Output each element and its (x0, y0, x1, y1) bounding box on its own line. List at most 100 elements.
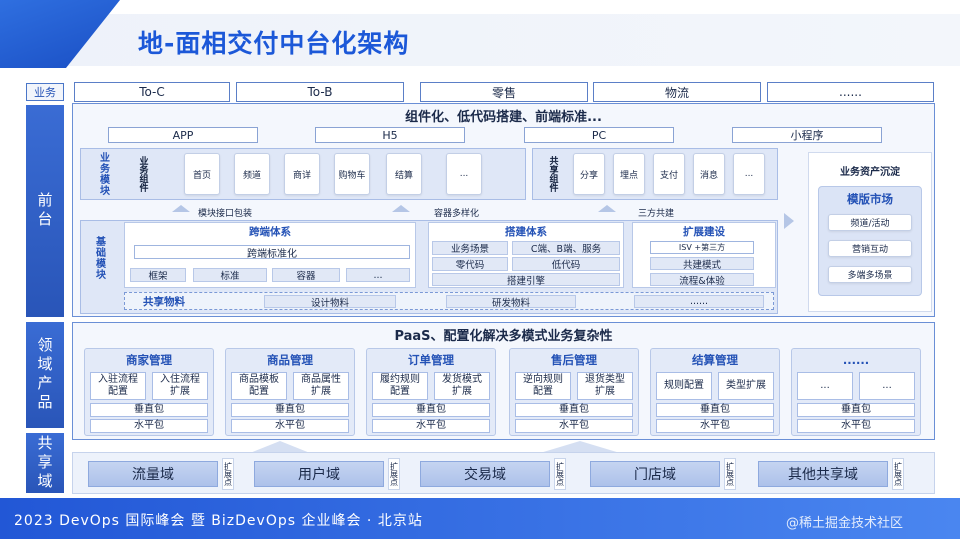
arrow-caption: 容器多样化 (434, 209, 480, 219)
domain-card-title: 商家管理 (126, 353, 172, 367)
shared-domain-item: 用户域 (254, 461, 384, 487)
up-arrow-icon (540, 441, 620, 453)
domain-card-config: 逆向规则配置 (515, 372, 571, 400)
business-module-label: 业务模块 (97, 152, 109, 196)
arrow-caption: 模块接口包装 (198, 209, 253, 219)
market-item: 多端多场景 (828, 266, 912, 283)
biz-component-card: 商详 (284, 153, 320, 195)
channel-item: APP (108, 127, 258, 143)
template-market-title: 模版市场 (847, 192, 893, 206)
domain-card-vertical: 垂直包 (372, 403, 490, 417)
domain-card-config: 履约规则配置 (372, 372, 428, 400)
expand-point-label: 扩展点 (222, 458, 234, 490)
extend-item: ISV +第三方 (650, 241, 754, 254)
band-shared: 共享域 (26, 433, 64, 493)
shared-component-card: 埋点 (613, 153, 645, 195)
domain-card-vertical: 垂直包 (231, 403, 349, 417)
domain-card-horizontal: 水平包 (372, 419, 490, 433)
biz-component-card: 购物车 (334, 153, 370, 195)
shared-domain-item: 其他共享域 (758, 461, 888, 487)
shared-component-card: 支付 (653, 153, 685, 195)
domain-card-horizontal: 水平包 (90, 419, 208, 433)
up-arrow-icon (598, 205, 616, 212)
cross-item: 框架 (130, 268, 186, 282)
business-label: 业务 (26, 83, 64, 101)
business-item: 物流 (593, 82, 761, 102)
domain-card-extend: 退货类型扩展 (577, 372, 633, 400)
domain-card-vertical: 垂直包 (90, 403, 208, 417)
domain-card-config: ... (797, 372, 853, 400)
shared-materials-label: 共享物料 (143, 295, 185, 308)
extend-item: 流程&体验 (650, 273, 754, 287)
front-headline: 组件化、低代码搭建、前端标准... (405, 109, 602, 125)
expand-point-label: 扩展点 (892, 458, 904, 490)
domain-card-extend: 入住流程扩展 (152, 372, 208, 400)
business-component-label: 业务组件 (137, 156, 148, 192)
biz-component-card: 结算 (386, 153, 422, 195)
build-item: 业务场景 (432, 241, 508, 255)
shared-domain-item: 流量域 (88, 461, 218, 487)
shared-domain-item: 交易域 (420, 461, 550, 487)
cross-platform-title: 跨端体系 (249, 225, 291, 238)
footer-text: 2023 DevOps 国际峰会 暨 BizDevOps 企业峰会 · 北京站 (14, 513, 423, 529)
domain-card-extend: 发货模式扩展 (434, 372, 490, 400)
shared-material-item: 研发物料 (446, 295, 576, 309)
arrow-caption: 三方共建 (638, 209, 675, 219)
domain-card-horizontal: 水平包 (797, 419, 915, 433)
domain-card-vertical: 垂直包 (656, 403, 774, 417)
expand-point-label: 扩展点 (724, 458, 736, 490)
domain-card-horizontal: 水平包 (656, 419, 774, 433)
biz-component-card: 首页 (184, 153, 220, 195)
expand-point-label: 扩展点 (388, 458, 400, 490)
domain-card-title: ...... (842, 353, 870, 367)
channel-item: PC (524, 127, 674, 143)
domain-headline: PaaS、配置化解决多模式业务复杂性 (394, 328, 613, 344)
domain-card-extend: 类型扩展 (718, 372, 774, 400)
band-domain: 领域产品 (26, 322, 64, 428)
shared-material-item: ...... (634, 295, 764, 308)
domain-card-title: 售后管理 (551, 353, 597, 367)
shared-component-card: 消息 (693, 153, 725, 195)
footer-bar (0, 498, 960, 539)
business-item: To-B (236, 82, 404, 102)
channel-item: 小程序 (732, 127, 882, 143)
domain-card-vertical: 垂直包 (515, 403, 633, 417)
shared-material-item: 设计物料 (264, 295, 396, 309)
market-item: 频道/活动 (828, 214, 912, 231)
domain-card-vertical: 垂直包 (797, 403, 915, 417)
domain-card-title: 商品管理 (267, 353, 313, 367)
up-arrow-icon (172, 205, 190, 212)
domain-card-config: 规则配置 (656, 372, 712, 400)
right-arrow-icon (784, 213, 794, 229)
biz-component-card: ... (446, 153, 482, 195)
market-item: 营销互动 (828, 240, 912, 257)
shared-domain-item: 门店域 (590, 461, 720, 487)
title-bar (0, 14, 960, 66)
business-item: To-C (74, 82, 230, 102)
cross-item: ... (346, 268, 410, 282)
up-arrow-icon (392, 205, 410, 212)
domain-card-horizontal: 水平包 (515, 419, 633, 433)
page-title: 地-面相交付中台化架构 (138, 29, 410, 58)
base-module-label: 基础模块 (93, 236, 105, 280)
channel-item: H5 (315, 127, 465, 143)
extend-item: 共建模式 (650, 257, 754, 271)
watermark: @稀土掘金技术社区 (786, 516, 904, 531)
build-item: 低代码 (512, 257, 620, 271)
domain-card-extend: ... (859, 372, 915, 400)
up-arrow-icon (250, 441, 310, 453)
cross-item: 容器 (272, 268, 340, 282)
domain-card-title: 订单管理 (408, 353, 454, 367)
shared-component-label: 共享组件 (547, 156, 558, 192)
biz-component-card: 频道 (234, 153, 270, 195)
extend-title: 扩展建设 (683, 225, 725, 238)
shared-component-card: 分享 (573, 153, 605, 195)
domain-card-title: 结算管理 (692, 353, 738, 367)
asset-title: 业务资产沉淀 (840, 166, 900, 178)
band-front: 前台 (26, 105, 64, 317)
domain-card-horizontal: 水平包 (231, 419, 349, 433)
build-engine: 搭建引擎 (432, 273, 620, 287)
expand-point-label: 扩展点 (554, 458, 566, 490)
build-item: C端、B端、服务 (512, 241, 620, 255)
cross-standard: 跨端标准化 (134, 245, 410, 260)
